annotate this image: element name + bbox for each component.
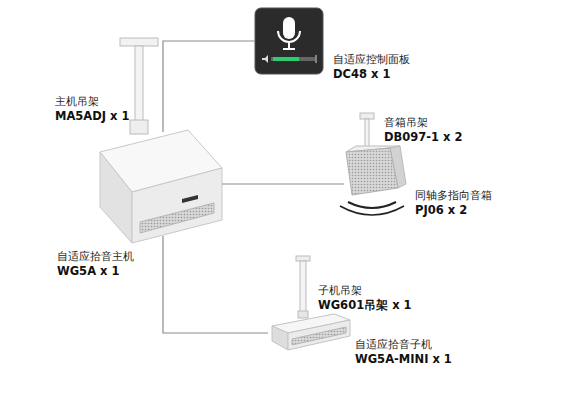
device-label: 自适应拾音主机WG5A x 1 xyxy=(57,249,134,279)
speaker-hanger-drawing xyxy=(360,113,374,148)
part-name: 自适应控制面板 xyxy=(333,52,410,67)
control-panel-drawing xyxy=(255,8,323,74)
model-quantity: DC48 x 1 xyxy=(333,67,410,82)
connector-line xyxy=(163,41,255,132)
speaker-drawing xyxy=(340,146,406,215)
control-panel: 自适应控制面板DC48 x 1 xyxy=(255,8,323,74)
device-label: 自适应拾音子机WG5A-MINI x 1 xyxy=(355,337,452,367)
part-name: 同轴多指向音箱 xyxy=(415,188,492,203)
part-name: 自适应拾音子机 xyxy=(355,337,452,352)
sub-hanger-drawing xyxy=(296,256,310,313)
main-unit: 自适应拾音主机WG5A x 1 xyxy=(98,132,222,236)
model-quantity: PJ06 x 2 xyxy=(415,203,492,218)
device-label: 自适应控制面板DC48 x 1 xyxy=(333,52,410,82)
model-quantity: WG5A x 1 xyxy=(57,264,134,279)
device-label: 子机吊架WG601吊架 x 1 xyxy=(318,283,412,313)
hanger-part: 主机吊架MA5ADJ x 1 xyxy=(118,36,160,136)
device-label: 音箱吊架DB097-1 x 2 xyxy=(384,115,463,145)
model-quantity: WG5A-MINI x 1 xyxy=(355,352,452,367)
sub-unit-drawing xyxy=(272,311,350,350)
sub-unit: 自适应拾音子机WG5A-MINI x 1 xyxy=(268,313,352,353)
device-label: 同轴多指向音箱PJ06 x 2 xyxy=(415,188,492,218)
model-quantity: DB097-1 x 2 xyxy=(384,130,463,145)
model-quantity: MA5ADJ x 1 xyxy=(55,109,130,124)
part-name: 子机吊架 xyxy=(318,283,412,298)
connector-line xyxy=(222,183,344,184)
hanger-part: 音箱吊架DB097-1 x 2 xyxy=(356,112,376,146)
connector-line xyxy=(163,236,268,333)
hanger-part: 子机吊架WG601吊架 x 1 xyxy=(294,255,312,311)
model-quantity: WG601吊架 x 1 xyxy=(318,298,412,313)
part-name: 音箱吊架 xyxy=(384,115,463,130)
main-unit-drawing xyxy=(100,130,222,243)
speaker: 同轴多指向音箱PJ06 x 2 xyxy=(344,145,404,200)
part-name: 自适应拾音主机 xyxy=(57,249,134,264)
device-label: 主机吊架MA5ADJ x 1 xyxy=(55,94,130,124)
part-name: 主机吊架 xyxy=(55,94,130,109)
